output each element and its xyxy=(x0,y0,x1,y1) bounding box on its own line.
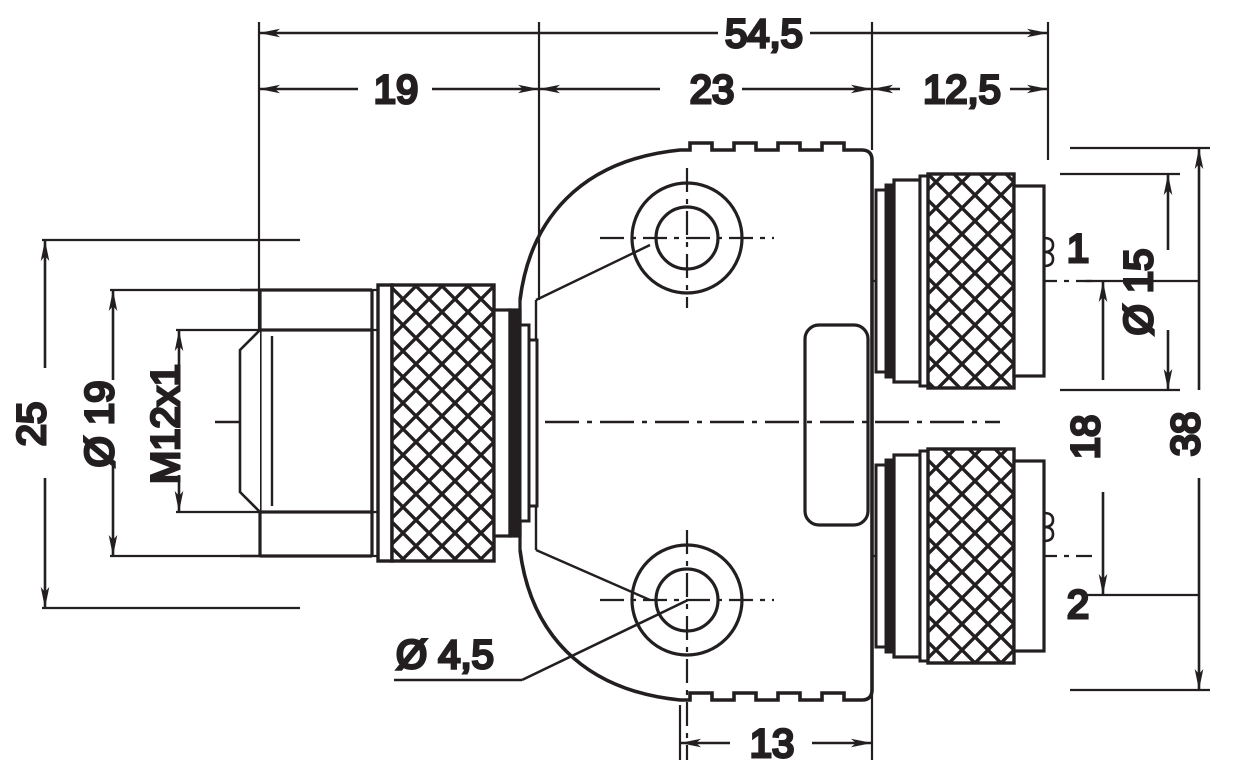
right-connector-port-2 xyxy=(872,447,1092,665)
left-connector-assembly xyxy=(238,283,539,563)
dimension-label-segment-right: 12,5 xyxy=(923,68,1001,112)
right-connector-port-1 xyxy=(872,172,1092,390)
dimension-label-port-spacing: 18 xyxy=(1064,415,1108,460)
dimension-label-left-connector-height: 25 xyxy=(10,402,54,447)
dimension-label-overall-height: 38 xyxy=(1164,412,1208,457)
dimension-label-coupling-nut-diameter: Ø 19 xyxy=(78,381,122,468)
dimension-label-mounting-hole-diameter: Ø 4,5 xyxy=(396,633,494,677)
dimension-label-overall-length: 54,5 xyxy=(725,12,803,56)
port-label-1: 1 xyxy=(1067,227,1089,271)
dimension-label-port-diameter: Ø 15 xyxy=(1117,249,1161,336)
dimension-label-body-depth: 13 xyxy=(750,722,795,766)
dimension-label-segment-middle: 23 xyxy=(690,68,735,112)
mounting-hole-top xyxy=(600,168,774,308)
dimension-label-segment-left: 19 xyxy=(374,68,419,112)
port-label-2: 2 xyxy=(1067,583,1089,627)
mounting-hole-bottom xyxy=(600,530,774,760)
dimension-label-thread: M12x1 xyxy=(144,364,188,484)
